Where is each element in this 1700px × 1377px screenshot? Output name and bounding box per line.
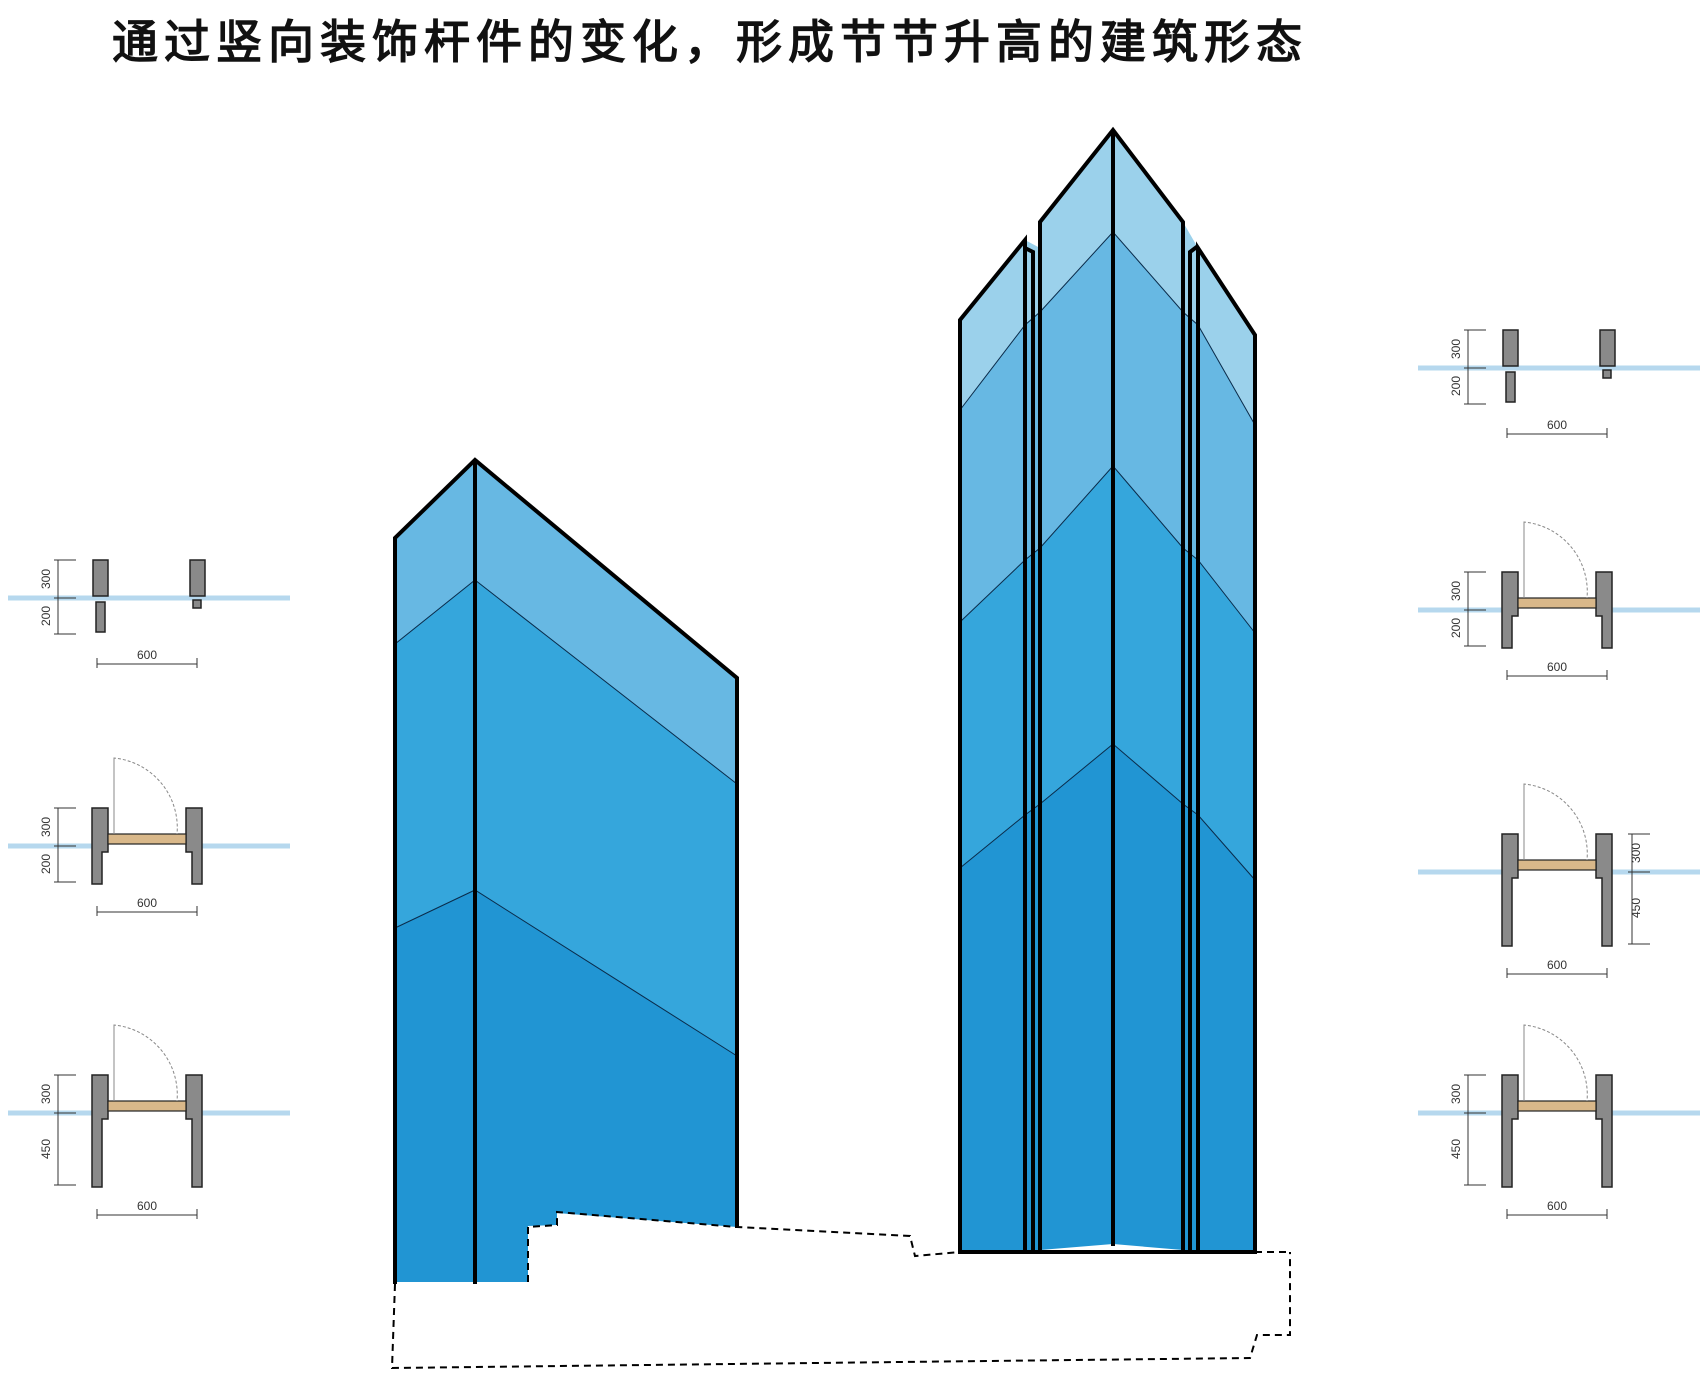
swing-arc [113, 1024, 178, 1102]
fin-right [185, 807, 203, 885]
right-face-low-band [475, 890, 737, 1282]
dim-upper-label: 300 [1449, 581, 1463, 601]
podium-outline [390, 1210, 1291, 1370]
fin-upper [1599, 329, 1616, 367]
fin-right [1595, 833, 1613, 947]
fin-left [91, 1074, 109, 1188]
fin-upper [92, 559, 109, 597]
fin-right [1595, 1074, 1613, 1188]
left-tower-right-face [475, 460, 737, 1282]
tower-strip-4 [1113, 130, 1183, 1250]
left-tower-outline [393, 457, 739, 1284]
dim-lower-label: 200 [39, 854, 53, 874]
detail-drawings: 300 200 600 300 200 600 300 450 600 300 200 600 300 2… [8, 329, 1700, 1219]
dim-width-label: 600 [1547, 1199, 1567, 1213]
swing-arc [1523, 521, 1588, 599]
dim-lower-label: 200 [1449, 618, 1463, 638]
fin-lower [95, 601, 106, 633]
right-tower [958, 126, 1257, 1254]
right-face-top-band [475, 460, 737, 784]
operable-panel [107, 1100, 187, 1112]
dim-width-label: 600 [1547, 958, 1567, 972]
left-tower [393, 457, 739, 1284]
dim-width-label: 600 [137, 648, 157, 662]
right-face-mid-band [475, 580, 737, 1056]
dim-lower-label: 450 [39, 1139, 53, 1159]
dim-upper-label: 300 [39, 817, 53, 837]
page-title: 通过竖向装饰杆件的变化，形成节节升高的建筑形态 [112, 15, 1308, 69]
tower-strip-1 [960, 240, 1025, 1252]
dim-upper-label: 300 [1449, 339, 1463, 359]
left-tower-left-face [395, 460, 475, 1282]
dim-lower-label: 200 [1449, 376, 1463, 396]
tower-strip-3 [1040, 130, 1113, 1250]
left-face-low-band [395, 890, 475, 1282]
detail-plan-1: 300 200 600 [8, 559, 290, 668]
dim-width-label: 600 [137, 896, 157, 910]
fin-left [91, 807, 109, 885]
dim-upper-label: 300 [1629, 843, 1643, 863]
fin-right [185, 1074, 203, 1188]
detail-plan-6: 300 450 600 [1418, 783, 1700, 978]
detail-plan-3: 300 450 600 [8, 1024, 290, 1219]
operable-panel [1517, 597, 1597, 609]
swing-arc [1523, 1024, 1588, 1102]
left-face-mid-band [395, 580, 475, 928]
right-tower-outline [958, 126, 1257, 1254]
fin-right [1595, 571, 1613, 649]
dim-lower-label: 450 [1629, 898, 1643, 918]
detail-plan-4: 300 200 600 [1418, 329, 1700, 438]
operable-panel [107, 833, 187, 845]
fin-left [1501, 1074, 1519, 1188]
dim-lower-label: 450 [1449, 1139, 1463, 1159]
dim-lower-label: 200 [39, 606, 53, 626]
dim-width-label: 600 [137, 1199, 157, 1213]
fin-upper [189, 559, 206, 597]
operable-panel [1517, 859, 1597, 871]
dim-upper-label: 300 [1449, 1084, 1463, 1104]
swing-arc [1523, 783, 1588, 861]
fin-left [1501, 571, 1519, 649]
left-face-top-band [395, 460, 475, 644]
swing-arc [113, 757, 178, 835]
detail-plan-2: 300 200 600 [8, 757, 290, 916]
dim-width-label: 600 [1547, 660, 1567, 674]
detail-plan-5: 300 200 600 [1418, 521, 1700, 680]
fin-left [1501, 833, 1519, 947]
dim-upper-label: 300 [39, 569, 53, 589]
operable-panel [1517, 1100, 1597, 1112]
fin-stub [1602, 369, 1612, 379]
dim-upper-label: 300 [39, 1084, 53, 1104]
fin-lower [1505, 371, 1516, 403]
fin-stub [192, 599, 202, 609]
fin-upper [1502, 329, 1519, 367]
tower-strip-6 [1198, 248, 1255, 1252]
dim-width-label: 600 [1547, 418, 1567, 432]
detail-plan-7: 300 450 600 [1418, 1024, 1700, 1219]
